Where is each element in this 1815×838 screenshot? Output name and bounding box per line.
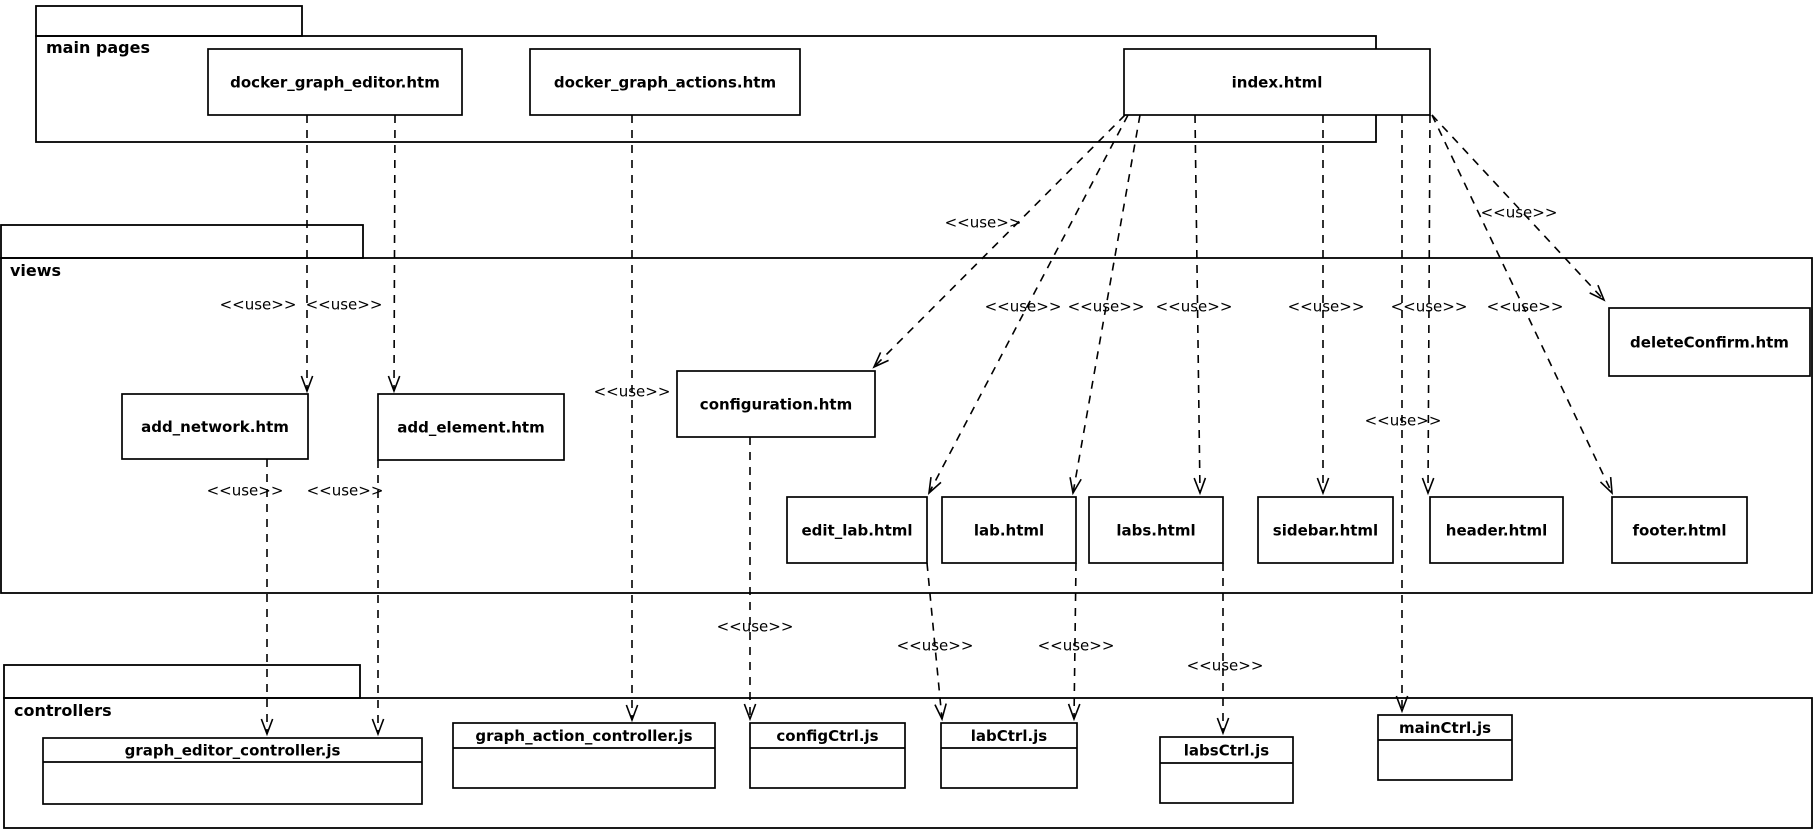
box-configuration (676, 370, 876, 438)
box-label-deleteConfirm: deleteConfirm.htm (1630, 334, 1789, 352)
box-label-header: header.html (1446, 522, 1547, 540)
box-label-docker_graph_actions: docker_graph_actions.htm (554, 74, 776, 92)
use-stereotype-label-17: <<use>> (1187, 657, 1264, 675)
dependency-arrowhead-6 (1193, 477, 1207, 496)
package-label-main-pages: main pages (46, 38, 150, 57)
use-stereotype-label-16: <<use>> (1038, 637, 1115, 655)
box-label-graph_action_controller: graph_action_controller.js (475, 727, 692, 745)
box-label-labs: labs.html (1116, 522, 1195, 540)
box-label-add_network: add_network.htm (141, 418, 289, 436)
box-add_network (121, 393, 309, 460)
dependency-arrowhead-1 (387, 375, 401, 394)
box-labCtrl (940, 722, 1078, 789)
dependency-arrowhead-9 (1395, 695, 1409, 714)
box-add_element (377, 393, 565, 461)
box-graph_editor_controller (42, 737, 423, 805)
box-label-sidebar: sidebar.html (1273, 522, 1378, 540)
use-stereotype-label-10: <<use>> (1487, 298, 1564, 316)
box-sidebar (1257, 496, 1394, 564)
dependency-line-5 (1072, 114, 1141, 494)
box-label-docker_graph_editor: docker_graph_editor.htm (230, 74, 440, 92)
use-stereotype-label-12: <<use>> (207, 482, 284, 500)
dependency-arrowhead-5 (1069, 477, 1082, 496)
box-labs (1088, 496, 1224, 564)
use-stereotype-label-2: <<use>> (594, 383, 671, 401)
use-stereotype-label-8: <<use>> (1288, 298, 1365, 316)
dependency-line-1 (393, 114, 396, 392)
box-label-labsCtrl: labsCtrl.js (1184, 742, 1269, 760)
use-stereotype-label-11: <<use>> (1365, 412, 1442, 430)
dependency-line-4 (928, 114, 1129, 494)
dependency-arrowhead-8 (1421, 477, 1435, 496)
use-stereotype-label-15: <<use>> (897, 637, 974, 655)
dependency-arrowhead-4 (927, 477, 942, 496)
box-graph_action_controller (452, 722, 716, 789)
box-edit_lab (786, 496, 928, 564)
dependency-arrowhead-15 (934, 703, 947, 722)
use-stereotype-label-14: <<use>> (717, 618, 794, 636)
use-stereotype-label-4: <<use>> (1481, 204, 1558, 222)
box-docker_graph_actions (529, 48, 801, 116)
dependency-arrowhead-13 (371, 718, 385, 737)
use-stereotype-label-1: <<use>> (306, 296, 383, 314)
use-stereotype-label-3: <<use>> (945, 214, 1022, 232)
dependency-line-10 (1431, 114, 1613, 494)
box-label-edit_lab: edit_lab.html (801, 522, 912, 540)
box-labsCtrl (1159, 736, 1294, 804)
dependency-arrowhead-3 (872, 352, 889, 369)
dependency-arrowhead-11 (1589, 284, 1606, 302)
package-label-views: views (10, 261, 61, 280)
dependency-arrowhead-14 (743, 703, 757, 722)
dependency-arrowhead-17 (1216, 717, 1230, 736)
box-index (1123, 48, 1431, 116)
dependency-arrowhead-16 (1067, 703, 1081, 722)
box-label-mainCtrl: mainCtrl.js (1399, 719, 1491, 737)
use-stereotype-label-6: <<use>> (1068, 298, 1145, 316)
dependency-arrowhead-2 (625, 704, 639, 723)
package-tab-controllers (3, 664, 361, 699)
box-label-add_element: add_element.htm (397, 419, 544, 437)
package-tab-views (0, 224, 364, 259)
dependency-line-11 (1431, 114, 1605, 301)
dependency-line-15 (926, 562, 943, 720)
box-lab (941, 496, 1077, 564)
dependency-arrowhead-7 (1316, 477, 1330, 496)
box-header (1429, 496, 1564, 564)
box-footer (1611, 496, 1748, 564)
box-configCtrl (749, 722, 906, 789)
box-label-footer: footer.html (1632, 522, 1726, 540)
package-body-views (0, 257, 1813, 594)
dependency-line-6 (1194, 114, 1201, 494)
dependency-arrowhead-12 (260, 718, 274, 737)
use-stereotype-label-13: <<use>> (307, 482, 384, 500)
box-label-index: index.html (1232, 74, 1323, 92)
box-docker_graph_editor (207, 48, 463, 116)
box-label-configuration: configuration.htm (700, 396, 852, 414)
dependency-arrowhead-0 (300, 375, 314, 394)
package-tab-main-pages (35, 5, 303, 37)
package-body-controllers (3, 697, 1813, 829)
box-label-configCtrl: configCtrl.js (776, 727, 878, 745)
use-stereotype-label-7: <<use>> (1156, 298, 1233, 316)
box-label-graph_editor_controller: graph_editor_controller.js (125, 742, 341, 760)
box-label-labCtrl: labCtrl.js (971, 727, 1048, 745)
use-stereotype-label-0: <<use>> (220, 296, 297, 314)
dependency-arrowhead-10 (1599, 476, 1613, 496)
use-stereotype-label-5: <<use>> (985, 298, 1062, 316)
dependency-line-8 (1427, 114, 1431, 494)
box-deleteConfirm (1608, 307, 1811, 377)
use-stereotype-label-9: <<use>> (1391, 298, 1468, 316)
package-label-controllers: controllers (14, 701, 112, 720)
box-label-lab: lab.html (974, 522, 1044, 540)
dependency-line-16 (1073, 562, 1077, 720)
box-mainCtrl (1377, 714, 1513, 781)
